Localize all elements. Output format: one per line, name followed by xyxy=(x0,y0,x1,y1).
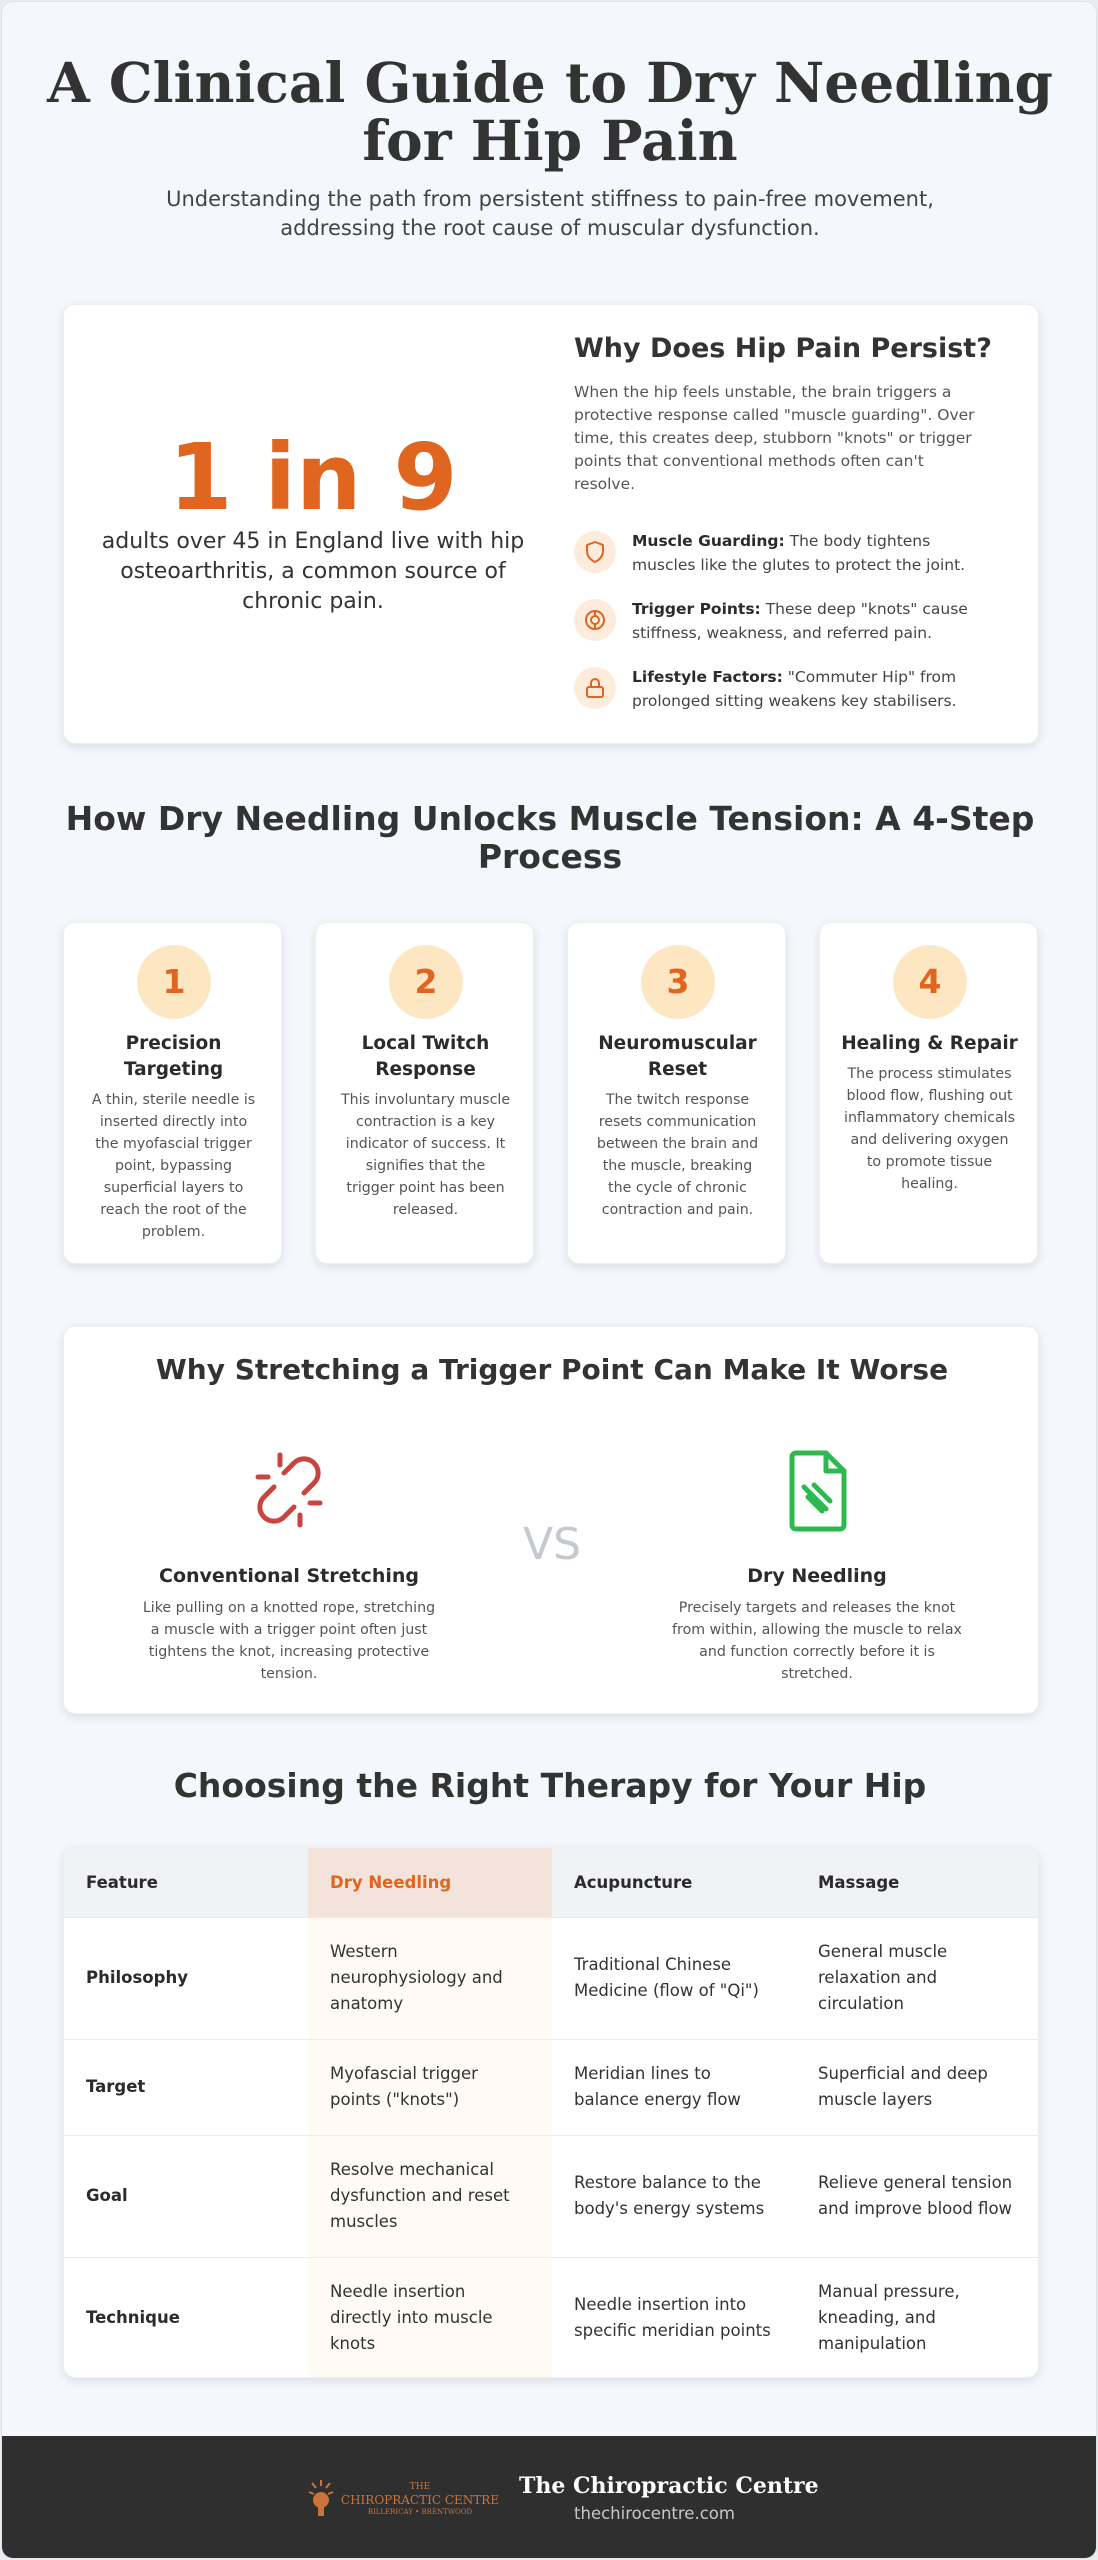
header-massage: Massage xyxy=(796,1848,1038,1917)
shield-icon xyxy=(574,531,616,573)
step-card-2: 2 Local Twitch Response This involuntary… xyxy=(315,922,534,1264)
step-card-4: 4 Healing & Repair The process stimulate… xyxy=(819,922,1038,1264)
step-card-3: 3 Neuromuscular Reset The twitch respons… xyxy=(567,922,786,1264)
compare-heading: Why Stretching a Trigger Point Can Make … xyxy=(155,1353,949,1386)
step-text: The process stimulates blood flow, flush… xyxy=(844,1066,1015,1192)
step-title: Local Twitch Response xyxy=(361,1033,490,1080)
table-header-row: Feature Dry Needling Acupuncture Massage xyxy=(64,1848,1038,1917)
header-acupuncture: Acupuncture xyxy=(552,1848,796,1917)
therapy-table-heading: Choosing the Right Therapy for Your Hip xyxy=(173,1766,927,1805)
step-title: Healing & Repair xyxy=(841,1033,1018,1054)
broken-link-icon xyxy=(244,1445,334,1539)
factor-muscle-guarding: Muscle Guarding: The body tightens muscl… xyxy=(574,527,1014,577)
chiropractic-centre-logo[interactable]: THE CHIROPRACTIC CENTRE BILLERICAY • BRE… xyxy=(306,2470,500,2526)
stat-value: 1 in 9 xyxy=(168,424,458,531)
footer-company-name: The Chiropractic Centre xyxy=(519,2473,819,2499)
header-dry-needling: Dry Needling xyxy=(308,1848,552,1917)
step-text: A thin, sterile needle is inserted direc… xyxy=(91,1092,256,1240)
step-text: The twitch response resets communication… xyxy=(596,1092,759,1218)
page-title: A Clinical Guide to Dry Needling for Hip… xyxy=(47,50,1053,173)
why-pain-heading: Why Does Hip Pain Persist? xyxy=(574,333,992,364)
step-number: 3 xyxy=(641,945,715,1019)
step-number: 1 xyxy=(137,945,211,1019)
why-pain-text: When the hip feels unstable, the brain t… xyxy=(574,383,975,493)
step-card-1: 1 Precision Targeting A thin, sterile ne… xyxy=(63,922,282,1264)
stretching-text: Like pulling on a knotted rope, stretchi… xyxy=(142,1600,436,1682)
factor-trigger-points: Trigger Points: These deep "knots" cause… xyxy=(574,595,1014,645)
vs-label: VS xyxy=(522,1519,582,1570)
factor-lifestyle: Lifestyle Factors: "Commuter Hip" from p… xyxy=(574,663,1014,713)
stat-caption: adults over 45 in England live with hip … xyxy=(101,529,525,614)
steps-heading: How Dry Needling Unlocks Muscle Tension:… xyxy=(65,799,1035,876)
footer-website-link[interactable]: thechirocentre.com xyxy=(574,2504,735,2523)
step-title: Precision Targeting xyxy=(123,1033,224,1080)
needling-heading: Dry Needling xyxy=(747,1565,887,1587)
sun-emblem-icon xyxy=(308,2480,334,2516)
needling-text: Precisely targets and releases the knot … xyxy=(672,1600,962,1682)
therapy-table: Feature Dry Needling Acupuncture Massage… xyxy=(64,1848,1038,2377)
step-number: 2 xyxy=(389,945,463,1019)
stretching-vs-needling-card: Why Stretching a Trigger Point Can Make … xyxy=(63,1326,1039,1714)
step-text: This involuntary muscle contraction is a… xyxy=(340,1092,511,1218)
hip-pain-stats-card: 1 in 9 adults over 45 in England live wi… xyxy=(63,304,1039,744)
page-subtitle: Understanding the path from persistent s… xyxy=(166,187,934,240)
needle-document-icon xyxy=(774,1445,864,1539)
stretching-heading: Conventional Stretching xyxy=(159,1565,419,1587)
target-icon xyxy=(574,599,616,641)
step-number: 4 xyxy=(893,945,967,1019)
lock-icon xyxy=(574,667,616,709)
header-feature: Feature xyxy=(64,1848,308,1917)
step-title: Neuromuscular Reset xyxy=(598,1033,757,1080)
therapy-comparison-table: Feature Dry Needling Acupuncture Massage… xyxy=(63,1847,1039,2378)
footer: THE CHIROPRACTIC CENTRE BILLERICAY • BRE… xyxy=(2,2436,1096,2558)
